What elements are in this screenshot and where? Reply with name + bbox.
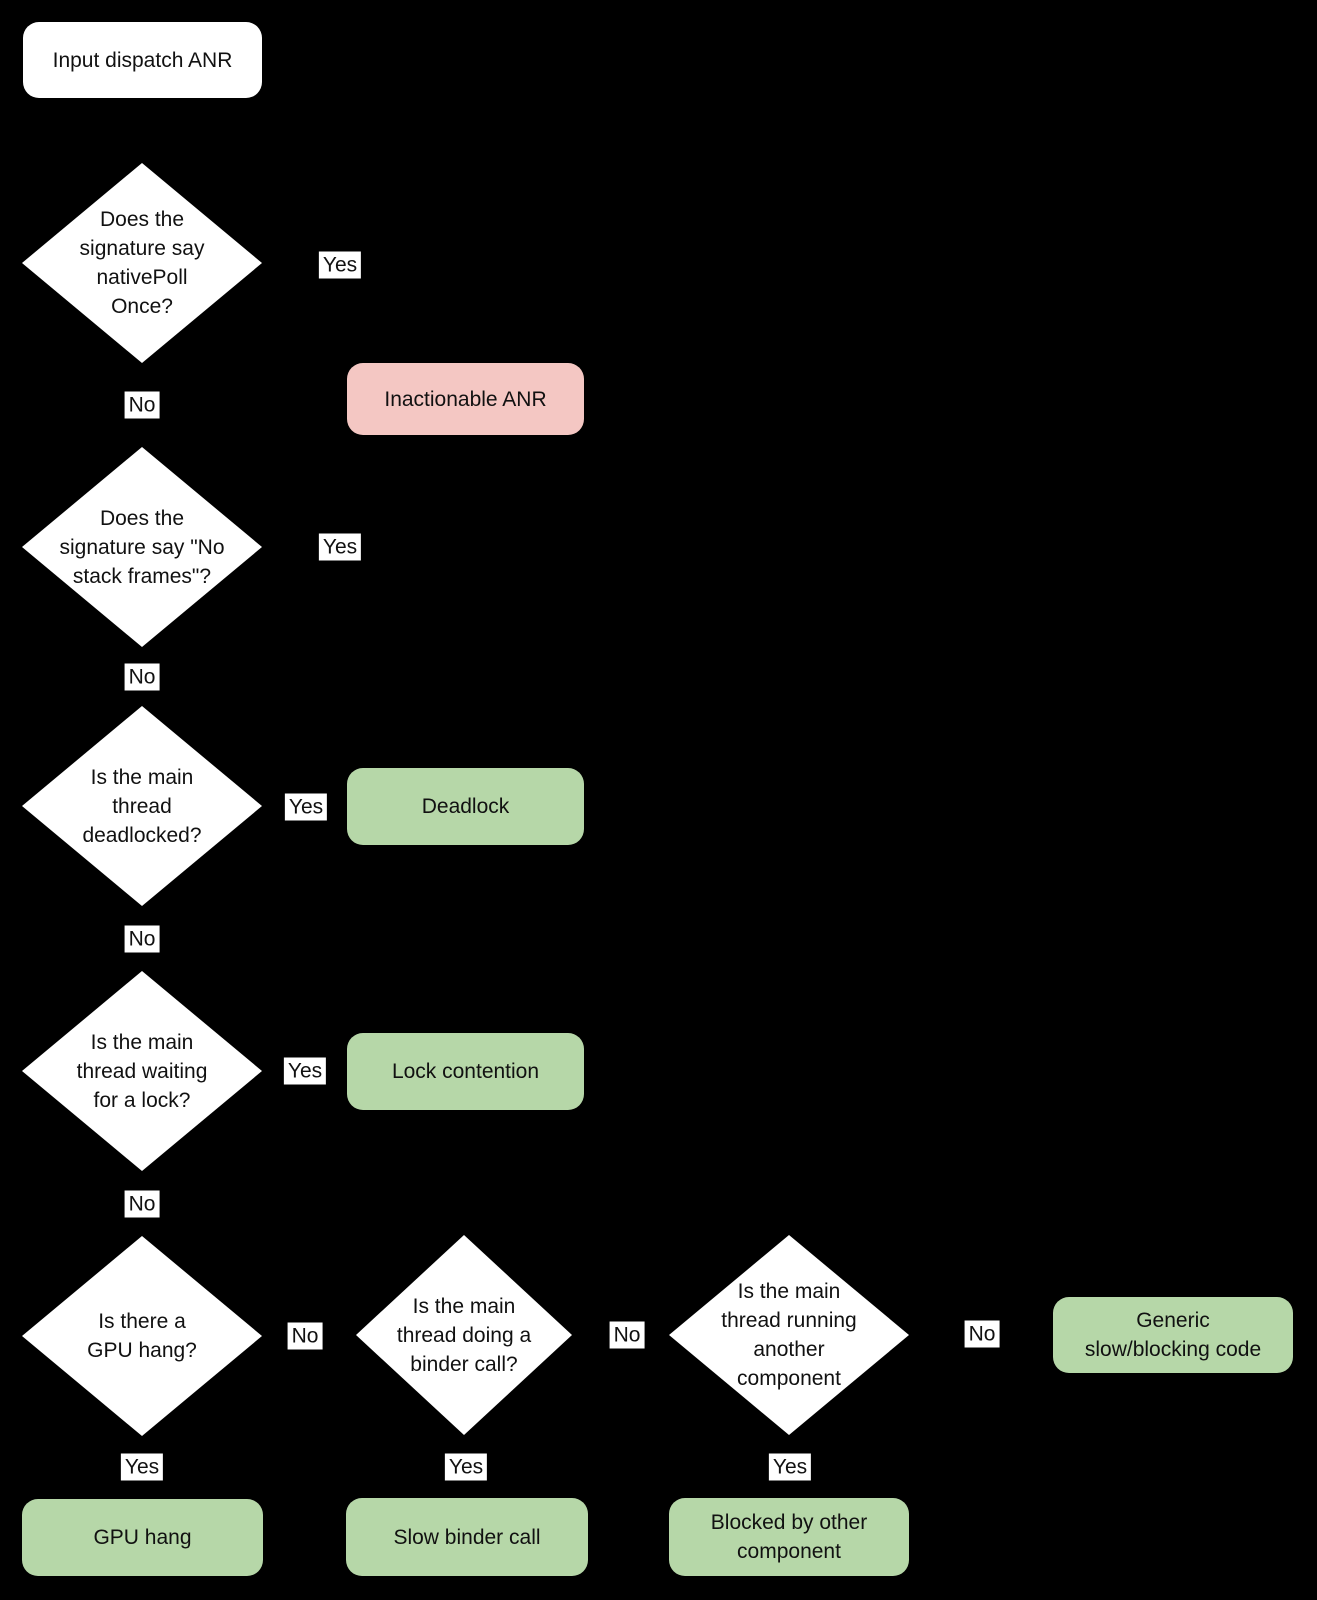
edge-label-d5-no: No [287, 1322, 323, 1350]
start-node-label: Input dispatch ANR [53, 46, 233, 75]
decision-label: Is the main thread waiting for a lock? [77, 1028, 208, 1115]
decision-label: Is there a GPU hang? [87, 1307, 197, 1365]
decision-main-thread-waiting-lock: Is the main thread waiting for a lock? [22, 971, 262, 1171]
decision-running-another-component: Is the main thread running another compo… [669, 1235, 909, 1435]
decision-binder-call: Is the main thread doing a binder call? [356, 1235, 572, 1435]
edge-label-d3-no: No [124, 925, 160, 953]
result-label: Blocked by other component [711, 1508, 867, 1566]
result-label: Slow binder call [393, 1523, 540, 1552]
start-node-input-dispatch-anr: Input dispatch ANR [23, 22, 262, 98]
edge-label-d4-yes: Yes [283, 1057, 327, 1085]
decision-main-thread-deadlocked: Is the main thread deadlocked? [22, 706, 262, 906]
node-line: Blocked by other [710, 1511, 868, 1534]
edge-label-d7-no: No [964, 1320, 1000, 1348]
decision-label: Is the main thread deadlocked? [82, 763, 201, 850]
edge-label-d1-yes: Yes [318, 251, 362, 279]
edge-label-d2-yes: Yes [318, 533, 362, 561]
decision-label: Is the main thread running another compo… [721, 1277, 856, 1393]
edge-label-d2-no: No [124, 663, 160, 691]
result-label: Lock contention [392, 1057, 539, 1086]
decision-label: Does the signature say "No stack frames"… [59, 504, 224, 591]
node-line: Is the main [412, 1294, 516, 1318]
node-line: thread doing a [396, 1323, 532, 1347]
node-line: Lock contention [391, 1060, 540, 1083]
decision-label: Does the signature say nativePoll Once? [80, 205, 205, 321]
node-line: Is the main [737, 1280, 841, 1303]
edge-label-d5-yes: Yes [120, 1453, 164, 1481]
result-label: Deadlock [422, 792, 510, 821]
decision-signature-nativepollonce: Does the signature say nativePoll Once? [22, 163, 262, 363]
node-line: Once? [111, 295, 173, 318]
result-label: Generic slow/blocking code [1085, 1306, 1261, 1364]
edge-label-d3-yes: Yes [284, 793, 328, 821]
edge-label-d6-no: No [609, 1321, 645, 1349]
result-slow-binder-call: Slow binder call [346, 1498, 588, 1576]
node-line: Deadlock [421, 795, 510, 818]
node-line: nativePoll [96, 266, 188, 289]
node-line: Generic [1136, 1309, 1210, 1332]
node-line: Slow binder call [393, 1525, 541, 1549]
node-line: component [737, 1540, 841, 1563]
node-line: component [737, 1367, 841, 1390]
node-line: binder call? [410, 1352, 518, 1376]
node-line: signature say "No [59, 535, 225, 559]
node-line: signature say [79, 237, 205, 260]
node-line: Input dispatch ANR [52, 48, 233, 72]
node-line: Inactionable ANR [384, 387, 547, 411]
decision-label: Is the main thread doing a binder call? [397, 1292, 531, 1379]
node-line: Is the main [90, 765, 194, 789]
node-line: slow/blocking code [1084, 1338, 1262, 1361]
result-deadlock: Deadlock [347, 768, 584, 845]
result-gpu-hang: GPU hang [22, 1499, 263, 1576]
node-line: for a lock? [93, 1088, 191, 1112]
node-line: Does the [99, 208, 185, 231]
result-label: Inactionable ANR [384, 385, 546, 414]
decision-gpu-hang: Is there a GPU hang? [22, 1236, 262, 1436]
node-line: Is the main [90, 1030, 194, 1054]
decision-signature-no-stack-frames: Does the signature say "No stack frames"… [22, 447, 262, 647]
node-line: deadlocked? [82, 823, 202, 847]
result-lock-contention: Lock contention [347, 1033, 584, 1110]
node-line: stack frames"? [72, 564, 212, 588]
node-line: GPU hang [93, 1526, 192, 1549]
result-blocked-by-other-component: Blocked by other component [669, 1498, 909, 1576]
node-line: thread waiting [76, 1059, 208, 1083]
node-line: another [753, 1338, 825, 1361]
node-line: thread [112, 794, 172, 818]
node-line: thread running [721, 1309, 857, 1332]
result-generic-slow-blocking-code: Generic slow/blocking code [1053, 1297, 1293, 1373]
result-inactionable-anr: Inactionable ANR [347, 363, 584, 435]
edge-label-d7-yes: Yes [768, 1453, 812, 1481]
edge-label-d6-yes: Yes [444, 1453, 488, 1481]
node-line: Is there a [98, 1310, 186, 1333]
edge-label-d4-no: No [124, 1190, 160, 1218]
edge-label-d1-no: No [124, 391, 160, 419]
result-label: GPU hang [93, 1523, 191, 1552]
node-line: GPU hang? [87, 1339, 197, 1362]
node-line: Does the [99, 506, 185, 530]
